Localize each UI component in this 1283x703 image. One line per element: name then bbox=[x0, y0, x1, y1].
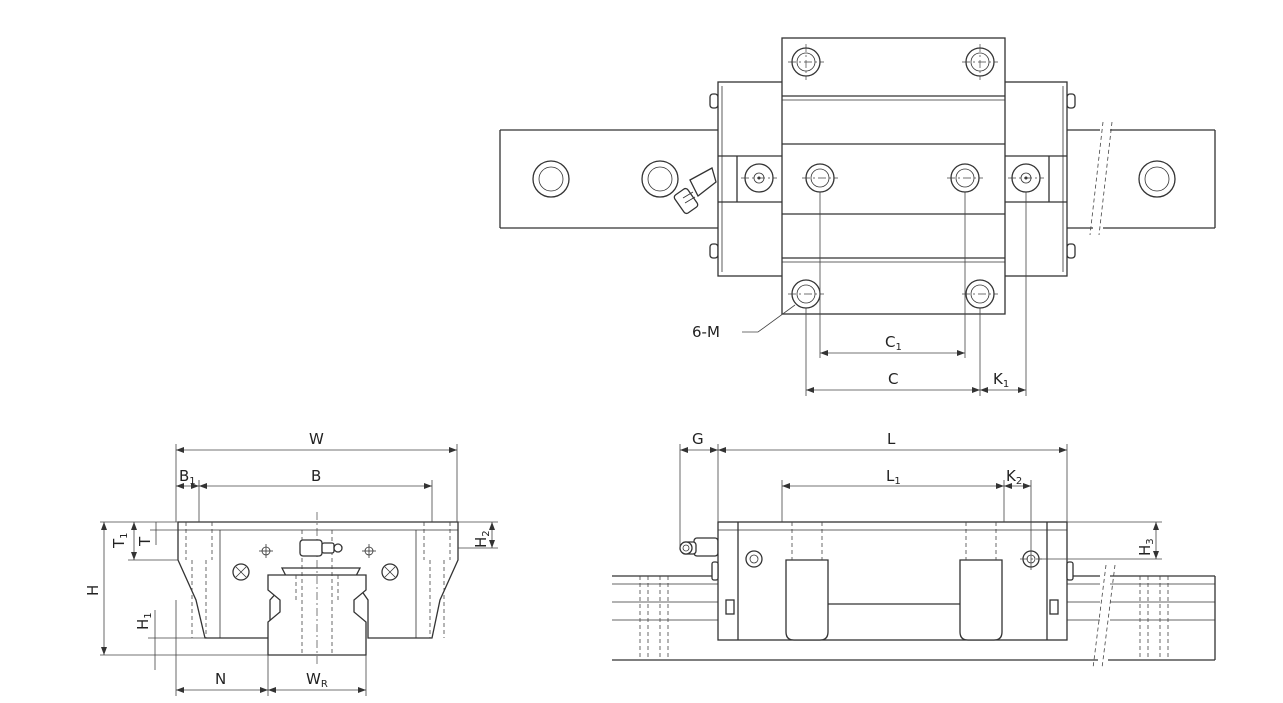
mounting-hole-label: 6-M bbox=[692, 323, 720, 341]
front-view: W B B1 T1 T H2 H H1 N W bbox=[84, 430, 498, 696]
label-wr: WR bbox=[306, 670, 328, 690]
grease-nipple-front bbox=[299, 539, 343, 557]
label-k1: K1 bbox=[993, 370, 1009, 390]
leader-6m bbox=[742, 304, 796, 333]
label-c: C bbox=[888, 370, 898, 388]
label-k2: K2 bbox=[1006, 467, 1022, 487]
mounting-hole bbox=[788, 44, 824, 80]
rail-hole bbox=[1138, 160, 1176, 198]
label-t: T bbox=[136, 536, 154, 547]
side-hole bbox=[741, 163, 777, 193]
label-h3: H3 bbox=[1136, 538, 1156, 556]
label-w: W bbox=[309, 430, 324, 448]
label-g: G bbox=[692, 430, 704, 448]
block-front bbox=[177, 521, 459, 639]
label-h2: H2 bbox=[472, 530, 492, 548]
label-n: N bbox=[215, 670, 226, 688]
label-l: L bbox=[887, 430, 896, 448]
label-b1: B1 bbox=[179, 467, 196, 487]
screw-x-icon bbox=[232, 563, 250, 581]
label-l1: L1 bbox=[886, 467, 901, 487]
rail-hole bbox=[532, 160, 570, 198]
block-side bbox=[717, 521, 1068, 641]
label-t1: T1 bbox=[110, 532, 130, 549]
label-c1: C1 bbox=[885, 333, 902, 353]
crosshair-icon bbox=[362, 544, 376, 558]
side-port-icon bbox=[745, 550, 763, 568]
side-view: G L L1 K2 H3 bbox=[612, 430, 1216, 669]
label-h1: H1 bbox=[134, 612, 154, 630]
screw-x-icon bbox=[381, 563, 399, 581]
grease-nipple-top bbox=[673, 167, 717, 215]
label-b: B bbox=[311, 467, 321, 485]
block-flange-top bbox=[781, 37, 1006, 315]
crosshair-icon bbox=[259, 544, 273, 558]
mounting-hole bbox=[962, 44, 998, 80]
grease-nipple-side bbox=[679, 537, 719, 557]
top-view: 6-M C1 C K1 bbox=[499, 37, 1216, 396]
label-h: H bbox=[84, 585, 102, 596]
rail-hole bbox=[641, 160, 679, 198]
